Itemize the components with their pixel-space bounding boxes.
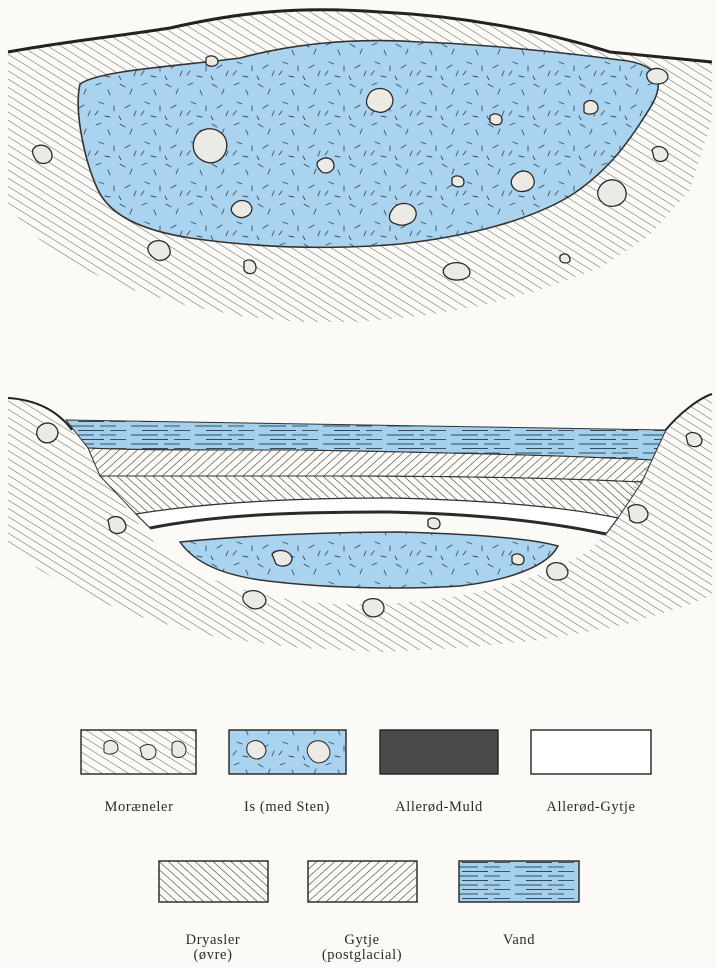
legend-swatch-allerod-muld — [380, 730, 498, 774]
legend-sublabel-gytje: (postglacial) — [292, 948, 432, 963]
legend-swatch-vand — [459, 861, 579, 902]
legend-label-dryasler: Dryasler (øvre) — [148, 933, 278, 963]
legend-sublabel-dryasler: (øvre) — [148, 948, 278, 963]
legend-label-allerod-muld: Allerød-Muld — [364, 800, 514, 815]
legend-swatch-gytje — [308, 861, 417, 902]
legend-swatch-allerod-gytje — [531, 730, 651, 774]
legend-swatch-moraeneler — [81, 730, 196, 774]
legend-swatch-is-med-sten — [229, 730, 346, 774]
lower-profile — [8, 394, 712, 652]
legend-label-gytje: Gytje (postglacial) — [292, 933, 432, 963]
upper-profile — [8, 10, 712, 322]
legend — [81, 730, 651, 902]
legend-label-vand: Vand — [454, 933, 584, 948]
legend-label-is-med-sten: Is (med Sten) — [212, 800, 362, 815]
lower-ice-body — [180, 532, 558, 588]
legend-swatch-dryasler — [159, 861, 268, 902]
legend-label-moraeneler: Moræneler — [66, 800, 212, 815]
legend-label-allerod-gytje: Allerød-Gytje — [516, 800, 666, 815]
